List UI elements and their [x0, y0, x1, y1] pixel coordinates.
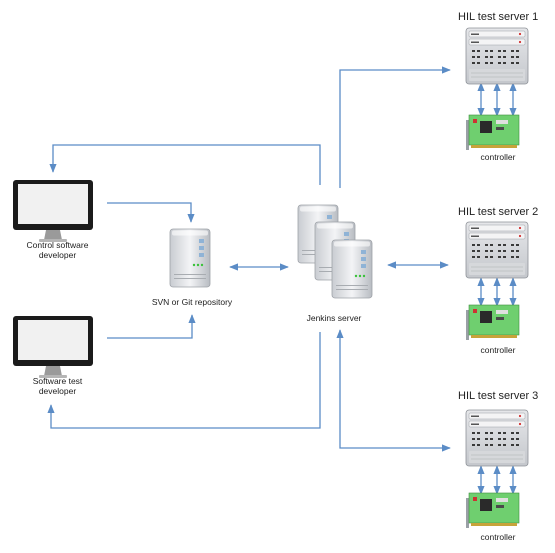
jenkins-server-icon-front — [331, 239, 373, 299]
hil1-server-icon — [465, 27, 529, 85]
controller3-label: controller — [480, 532, 516, 542]
control-dev-monitor-icon — [13, 180, 93, 242]
arrow-jenkins-to-hil1 — [339, 66, 451, 188]
hil3-server-icon — [465, 409, 529, 467]
controller2-board-icon — [465, 304, 520, 341]
hil2-label: HIL test server 2 — [458, 206, 539, 218]
controller1-label: controller — [480, 152, 516, 162]
repo-label: SVN or Git repository — [151, 297, 233, 307]
hil1-label: HIL test server 1 — [458, 11, 539, 23]
test-dev-label: Software test developer — [32, 376, 83, 396]
repo-server-icon — [169, 228, 211, 288]
test-dev-monitor-icon — [13, 316, 93, 378]
controller3-board-icon — [465, 492, 520, 529]
arrow-jenkins-hil3 — [336, 329, 451, 452]
control-dev-label: Control software developer — [26, 240, 89, 260]
jenkins-label: Jenkins server — [306, 313, 362, 323]
arrow-jenkins-to-test-dev — [47, 332, 321, 429]
hil2-server-icon — [465, 221, 529, 279]
arrow-control-dev-to-repo — [107, 202, 195, 223]
arrow-jenkins-to-control-dev — [49, 144, 321, 185]
controller2-label: controller — [480, 345, 516, 355]
arrow-test-dev-to-repo — [107, 314, 196, 339]
controller1-board-icon — [465, 114, 520, 151]
hil3-label: HIL test server 3 — [458, 390, 539, 402]
